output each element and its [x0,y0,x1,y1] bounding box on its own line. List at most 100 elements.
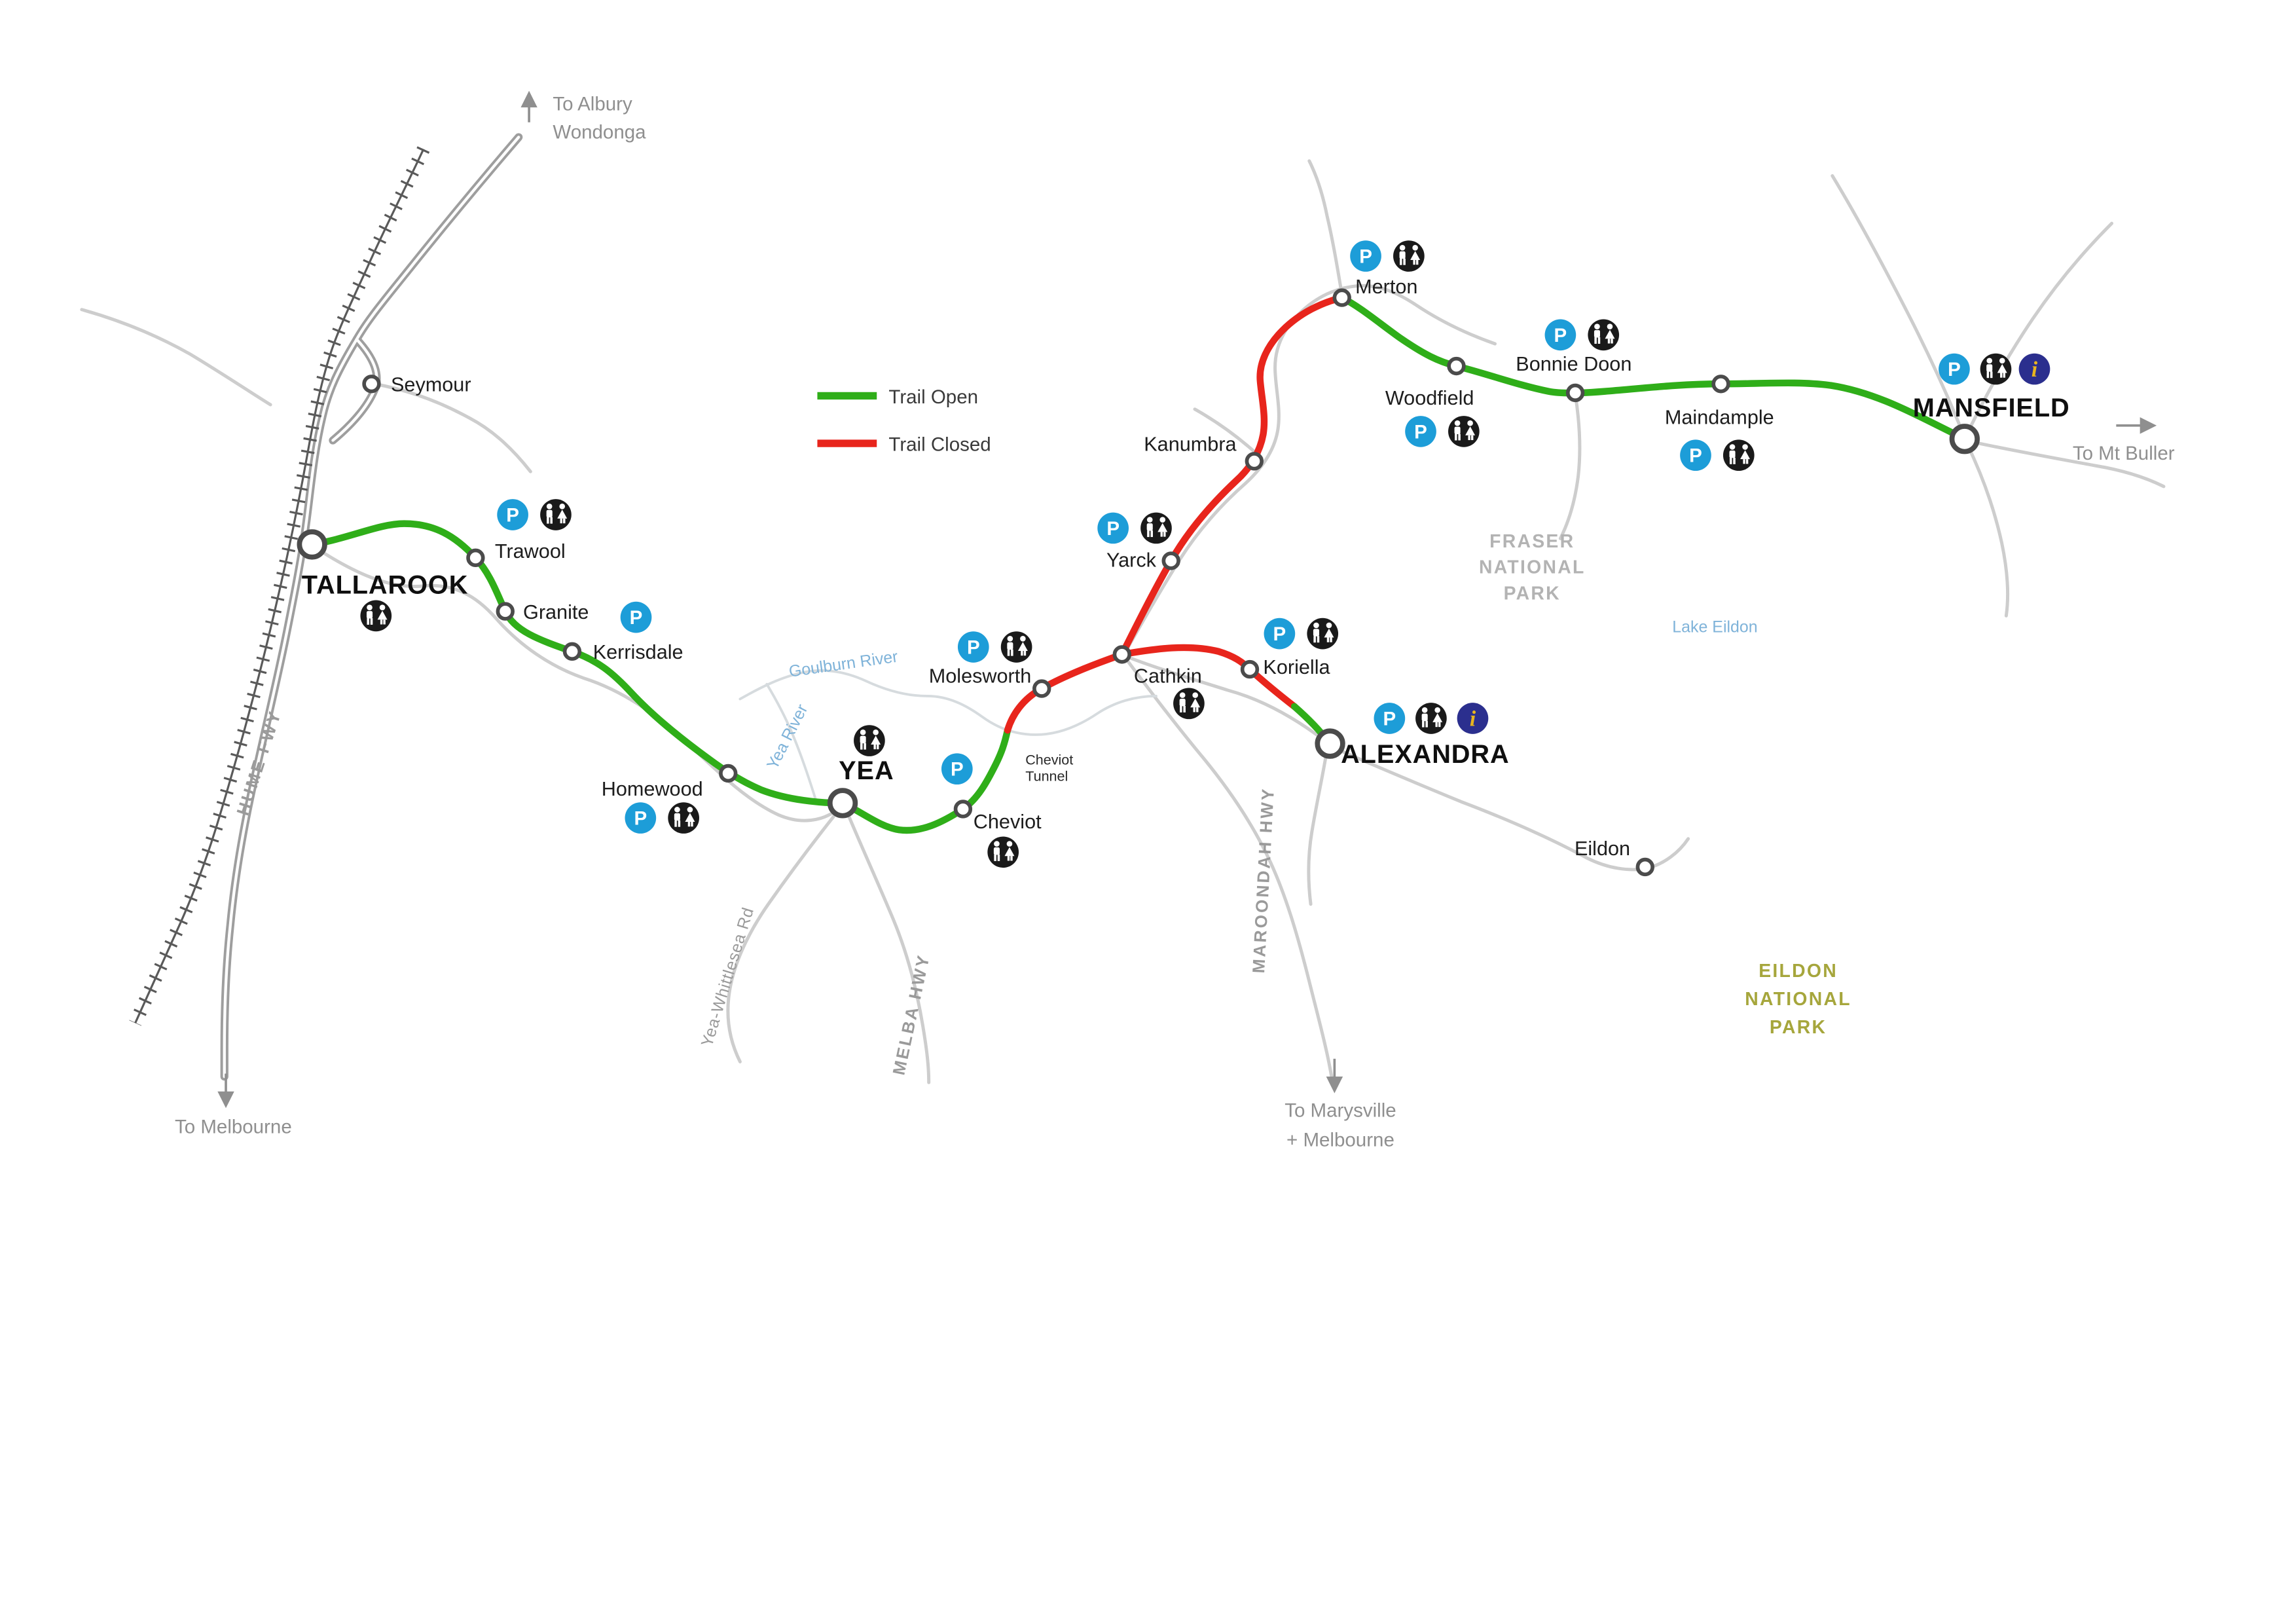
toilets-icon [1140,512,1172,544]
legend-trail-open-label: Trail Open [888,386,978,408]
railway-centerline [134,148,425,1024]
town-tallarook: TALLAROOK [297,529,469,632]
to-melbourne-label-text: To Melbourne [175,1116,292,1137]
station-marker-mansfield [1949,424,1980,454]
goulburn-river-label: Goulburn River [788,648,899,681]
to-albury-label-text: To Albury [553,94,632,115]
arrows-layer [217,90,2157,1109]
parking-icon: P [625,802,657,834]
svg-text:i: i [2032,358,2038,382]
maroondah-hwy-label: MAROONDAH HWY [1248,786,1278,974]
station-marker-cheviot [953,800,973,819]
svg-text:P: P [967,637,980,658]
station-marker-molesworth [1032,679,1051,698]
station-marker-granite [496,602,515,621]
road-mansfield-southeast [1965,443,2010,618]
svg-text:P: P [1359,246,1372,267]
town-label-alexandra: ALEXANDRA [1341,740,1510,769]
town-label-seymour: Seymour [391,374,471,396]
road-maroondah-hwy-south [1123,655,1334,1079]
rivers-layer [738,669,1157,802]
svg-text:P: P [1106,518,1120,540]
station-marker-merton [1332,288,1351,307]
svg-text:P: P [951,759,964,781]
toilets-icon [540,499,572,530]
town-label-trawool: Trawool [495,540,566,563]
svg-text:i: i [1470,707,1476,731]
station-marker-alexandra [1315,728,1345,759]
toilets-icon [1722,439,1755,471]
legend-trail-closed-label: Trail Closed [888,434,991,455]
road-maroondah-hwy-north [1125,284,1497,652]
town-label-bonnie-doon: Bonnie Doon [1516,353,1631,375]
town-kanumbra: Kanumbra [1144,433,1264,471]
town-label-yarck: Yarck [1106,549,1157,571]
to-marysville-label: To Marysville+ Melbourne [1285,1099,1396,1151]
toilets-icon [987,836,1019,868]
station-marker-homewood [719,764,738,783]
fraser-national-park-label-text: FRASER [1489,531,1575,552]
trail-open-tallarook-to-cheviot-tunnel [308,520,1011,834]
toilets-icon [1307,618,1339,650]
toilets-icon [1588,319,1620,351]
road-bonnie-doon-south [1558,392,1582,540]
eildon-national-park-label-text: NATIONAL [1745,989,1851,1010]
road-yea-whittlesea [726,815,835,1063]
to-mt-buller-label: To Mt Buller [2073,443,2175,464]
toilets-icon [360,600,392,632]
parking-icon: P [1264,618,1296,650]
road-merton-north [1307,159,1344,297]
town-label-koriella: Koriella [1263,656,1330,678]
town-koriella: P Koriella [1240,618,1339,679]
town-yea: YEA [827,725,894,819]
svg-text:P: P [506,504,519,526]
to-melbourne-label: To Melbourne [175,1116,292,1137]
parking-icon: P [1680,439,1711,471]
toilets-icon [668,802,699,834]
fraser-national-park-label-text: PARK [1504,583,1561,604]
svg-text:P: P [1414,421,1427,443]
svg-text:P: P [634,808,647,830]
road-goulburn-valley [313,545,843,822]
toilets-icon [854,725,885,756]
road-melba-hwy [845,810,931,1084]
town-label-tallarook: TALLAROOK [302,570,469,599]
town-woodfield: P Woodfield [1385,356,1480,447]
parking-icon: P [620,601,652,633]
town-label-woodfield: Woodfield [1385,387,1474,409]
roads-layer [80,159,2166,1084]
parking-icon: P [1405,416,1436,447]
town-eildon: Eildon [1575,838,1654,877]
station-marker-kanumbra [1245,452,1264,471]
town-cathkin: Cathkin [1112,645,1205,720]
svg-text:P: P [1273,623,1286,645]
road-west-of-seymour [80,308,272,407]
town-label-cheviot: Cheviot [974,811,1042,833]
svg-text:P: P [630,607,643,629]
to-marysville-label-text: To Marysville [1285,1099,1396,1121]
town-cheviot: P Cheviot [941,753,1042,868]
trail-open-merton-to-mansfield [1338,294,1969,443]
svg-text:P: P [1383,708,1396,729]
town-label-eildon: Eildon [1575,838,1630,860]
station-marker-yarck [1161,551,1180,570]
station-marker-kerrisdale [562,642,582,661]
town-label-cathkin: Cathkin [1134,665,1202,688]
parking-icon: P [1374,703,1406,734]
station-marker-eildon [1635,857,1654,877]
parking-icon: P [497,499,528,530]
station-marker-trawool [466,548,485,568]
info-icon: i [2018,353,2050,385]
town-label-merton: Merton [1355,276,1417,298]
town-merton: P Merton [1332,240,1425,307]
toilets-icon [1448,416,1480,447]
